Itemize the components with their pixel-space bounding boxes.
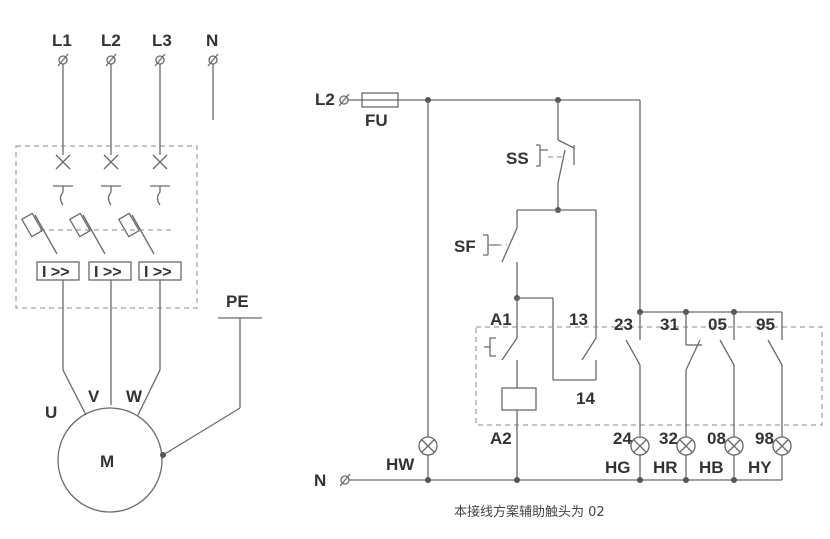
- aux-top-label-23: 23: [614, 315, 633, 334]
- phase-label-n: N: [206, 31, 218, 50]
- lamp-label-hw: HW: [386, 455, 415, 474]
- lamp-label-hb: HB: [699, 458, 724, 477]
- lamp-hg: [630, 436, 650, 456]
- start-button-label: SF: [454, 237, 476, 256]
- contact-14-label: 14: [576, 389, 595, 408]
- terminal-label-u: U: [45, 403, 57, 422]
- breaker-poles: [20, 154, 175, 255]
- fuse-label: FU: [365, 111, 388, 130]
- aux-bottom-label-98: 98: [755, 429, 774, 448]
- stop-button-label: SS: [506, 149, 529, 168]
- aux-top-label-05: 05: [708, 315, 727, 334]
- lamp-hr: [676, 436, 696, 456]
- phase-label-l1: L1: [52, 31, 72, 50]
- lamp-label-hy: HY: [748, 458, 772, 477]
- pe-label: PE: [226, 292, 249, 311]
- phase-label-l2: L2: [101, 31, 121, 50]
- lamp-hb: [724, 436, 744, 456]
- contactor-enclosure: [475, 326, 823, 426]
- motor-label: M: [100, 452, 114, 471]
- breaker-enclosure: [15, 145, 198, 309]
- aux-top-label-95: 95: [756, 315, 775, 334]
- control-circuit: L2 FU SS SF: [314, 90, 823, 520]
- diagram-caption: 本接线方案辅助触头为 02: [454, 504, 605, 520]
- aux-bottom-label-24: 24: [613, 429, 632, 448]
- motor-power-circuit: L1 L2 L3 N: [15, 31, 262, 513]
- contact-13-label: 13: [569, 310, 588, 329]
- aux-bottom-label-32: 32: [659, 429, 678, 448]
- terminal-label-v: V: [88, 387, 100, 406]
- aux-bottom-label-08: 08: [707, 429, 726, 448]
- coil-a1-label: A1: [490, 310, 512, 329]
- aux-top-label-31: 31: [660, 315, 679, 334]
- trip-units: I >> I >> I >>: [36, 261, 182, 281]
- lamp-hy: [772, 436, 792, 456]
- supply-label: L2: [315, 90, 335, 109]
- phase-terminals: [57, 53, 219, 67]
- trip-label-3: I >>: [144, 264, 172, 281]
- lamp-hw: [418, 436, 438, 456]
- lamp-label-hg: HG: [605, 458, 631, 477]
- neutral-label: N: [314, 471, 326, 490]
- trip-label-2: I >>: [94, 264, 122, 281]
- lamp-label-hr: HR: [653, 458, 678, 477]
- motor-symbol: [57, 407, 163, 513]
- trip-label-1: I >>: [42, 264, 70, 281]
- contactor-coil: [501, 387, 537, 411]
- indicator-lamps: [418, 436, 792, 456]
- phase-label-l3: L3: [152, 31, 172, 50]
- coil-a2-label: A2: [490, 429, 512, 448]
- terminal-label-w: W: [126, 387, 143, 406]
